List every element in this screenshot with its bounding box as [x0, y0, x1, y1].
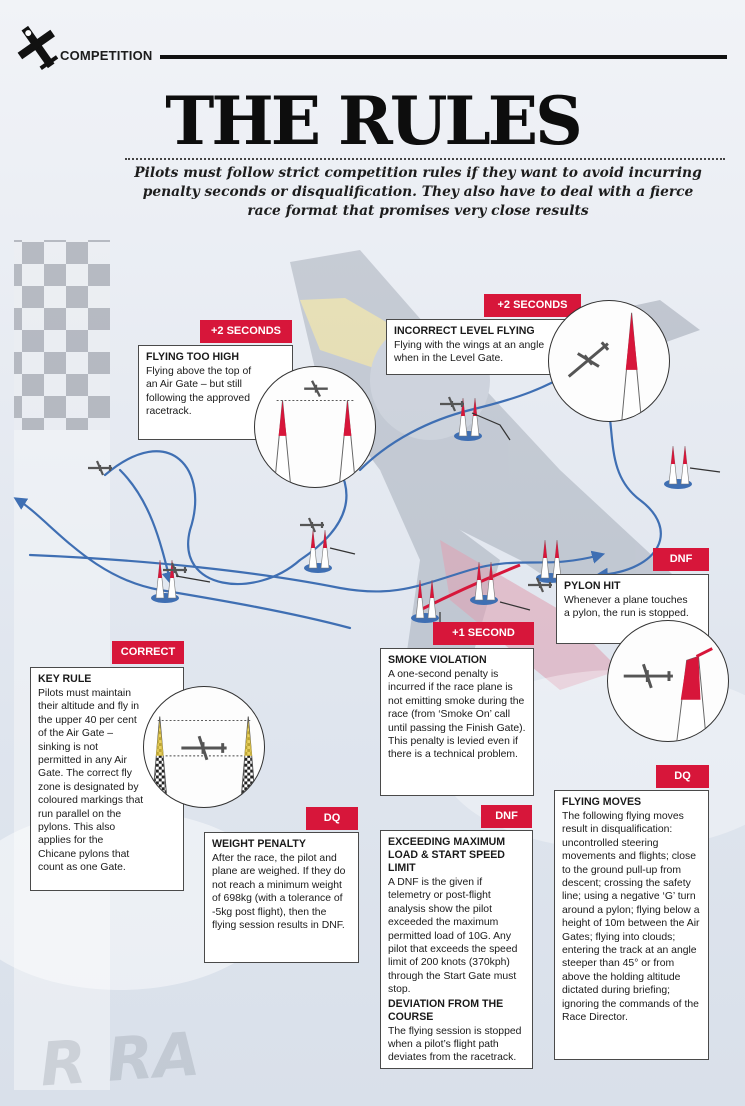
track-line: [118, 468, 175, 586]
track-line: [13, 497, 352, 630]
air-gate-icon: [607, 620, 729, 742]
rule-title: EXCEEDING MAXIMUM LOAD & START SPEED LIM…: [388, 836, 506, 874]
section-rule: [160, 55, 727, 59]
rule-title: SMOKE VIOLATION: [388, 654, 487, 666]
track-line: [103, 450, 350, 586]
penalty-tag: +2 SECONDS: [200, 320, 292, 343]
section-label: COMPETITION: [60, 48, 153, 63]
rule-box-smoke-violation: SMOKE VIOLATION A one-second penalty is …: [380, 648, 534, 796]
rule-text: The flying session is stopped when a pil…: [388, 1025, 522, 1064]
rule-title: KEY RULE: [38, 673, 92, 685]
rule-title: FLYING MOVES: [562, 796, 642, 808]
penalty-tag: +2 SECONDS: [484, 294, 581, 317]
page-title: THE RULES: [165, 82, 583, 160]
intro-text: Pilots must follow strict competition ru…: [134, 165, 702, 219]
penalty-tag: +1 SECOND: [433, 622, 534, 645]
track-line: [358, 367, 580, 472]
background-pylon: [14, 240, 110, 430]
intro-divider: [125, 158, 725, 160]
rule-text: Pilots must maintain their altitude and …: [38, 688, 144, 874]
plane-icon: [298, 516, 326, 534]
dq-tag: DQ: [656, 765, 709, 788]
air-gate-icon: [548, 300, 670, 422]
rule-title: DEVIATION FROM THE COURSE: [388, 997, 504, 1023]
rule-text: Flying above the top of an Air Gate – bu…: [146, 366, 252, 418]
pylon-icon: [150, 559, 180, 604]
rule-text: A one-second penalty is incurred if the …: [388, 669, 526, 761]
penalty-tag: DNF: [653, 548, 709, 571]
rule-text: A DNF is the given if telemetry or post-…: [388, 877, 518, 996]
rule-box-weight-penalty: WEIGHT PENALTY After the race, the pilot…: [204, 832, 359, 963]
correct-tag: CORRECT: [112, 641, 184, 664]
air-gate-icon: [143, 686, 265, 808]
rule-title: PYLON HIT: [564, 580, 621, 592]
dq-tag: DQ: [306, 807, 358, 830]
background-text: R RA: [38, 1020, 202, 1101]
rule-text: The following flying moves result in dis…: [562, 811, 700, 1024]
rule-text: Whenever a plane touches a pylon, the ru…: [564, 595, 689, 620]
air-gate-icon: [254, 366, 376, 488]
rule-title: WEIGHT PENALTY: [212, 838, 306, 850]
rule-text: After the race, the pilot and plane are …: [212, 853, 346, 932]
rule-text: Flying with the wings at an angle when i…: [394, 340, 545, 365]
rule-title: FLYING TOO HIGH: [146, 351, 239, 363]
rule-box-exceeding-load: EXCEEDING MAXIMUM LOAD & START SPEED LIM…: [380, 830, 533, 1069]
track-line: [28, 550, 606, 593]
pylon-icon: [663, 445, 693, 490]
plane-icon: [17, 25, 59, 70]
rule-title: INCORRECT LEVEL FLYING: [394, 325, 535, 337]
plane-icon: [438, 395, 466, 413]
rule-box-flying-moves: FLYING MOVES The following flying moves …: [554, 790, 709, 1060]
dnf-tag: DNF: [481, 805, 532, 828]
